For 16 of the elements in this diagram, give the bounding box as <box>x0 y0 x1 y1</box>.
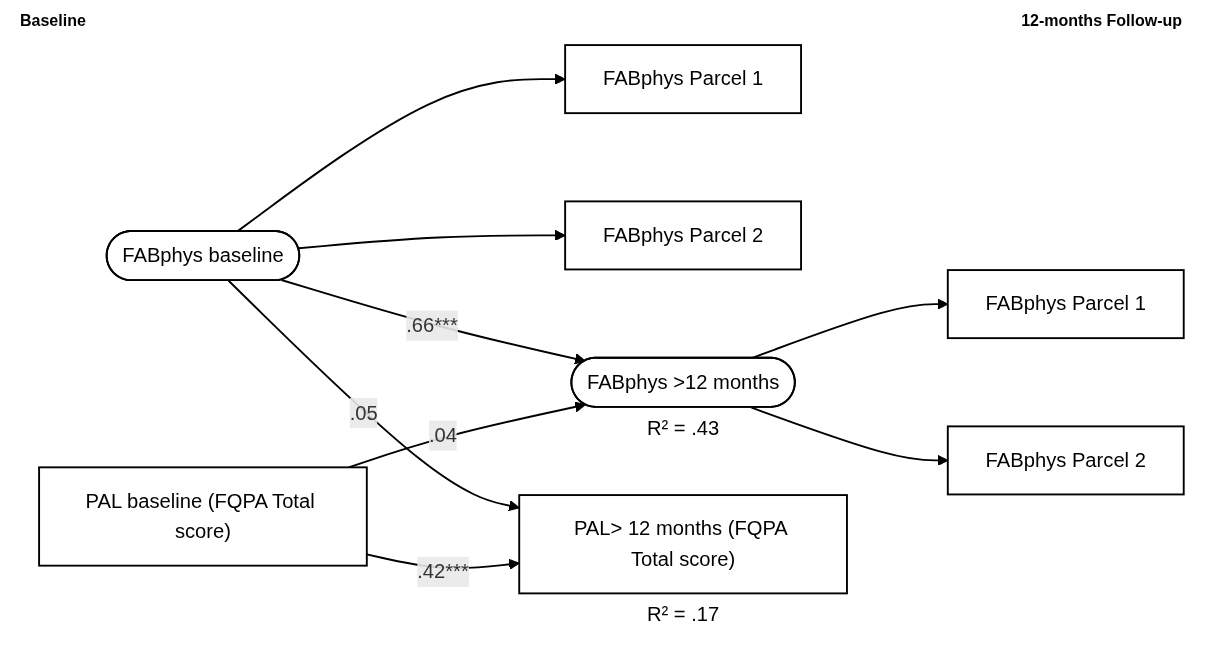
node-box: PAL> 12 months (FQPA Total score) <box>517 494 848 595</box>
node-box: FABphys Parcel 2 <box>563 200 802 271</box>
node-box: FABphys Parcel 1 <box>563 44 802 115</box>
column-heading: Baseline <box>20 12 86 30</box>
node-box: PAL baseline (FQPA Total score) <box>37 466 368 567</box>
edge-label: .66*** <box>405 314 458 336</box>
r-squared-value: R² = .43 <box>646 416 719 439</box>
arrow <box>749 406 948 466</box>
edge-label: .42*** <box>416 560 469 583</box>
node-box: FABphys Parcel 1 <box>946 269 1185 340</box>
edge-label: .04 <box>428 424 457 446</box>
node-box: FABphys Parcel 2 <box>946 425 1185 496</box>
column-heading: 12-months Follow-up <box>1021 12 1182 30</box>
edge-label: .05 <box>349 401 378 424</box>
r-squared-value: R² = .17 <box>646 603 719 626</box>
arrow <box>280 279 586 365</box>
